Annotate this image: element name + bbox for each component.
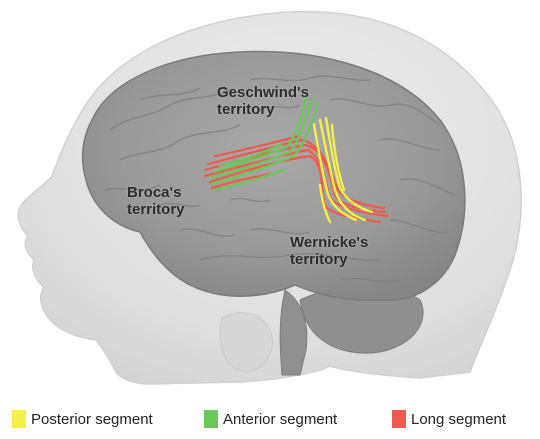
long-swatch-icon [392,410,406,428]
brain-shape [81,50,466,302]
anterior-segment-fibers [208,96,320,192]
legend-item-anterior: Anterior segment [204,408,337,430]
anterior-swatch-icon [204,410,218,428]
brain-gyri-texture [104,75,456,283]
posterior-segment-fibers [312,116,374,224]
broca-label-line2: territory [127,201,185,218]
legend-item-long: Long segment [392,408,506,430]
geschwind-territory-label: Geschwind's territory [217,84,309,118]
legend-item-posterior: Posterior segment [12,408,153,430]
ear-shape [220,312,274,373]
brainstem-shape [279,289,308,376]
geschwind-label-line2: territory [217,101,275,118]
broca-label-line1: Broca's [127,184,182,201]
legend-label: Anterior segment [223,410,338,428]
wernicke-label-line1: Wernicke's [290,234,369,251]
posterior-swatch-icon [12,410,26,428]
wernicke-territory-label: Wernicke's territory [290,234,368,268]
broca-territory-label: Broca's territory [127,184,185,218]
legend: Posterior segment Anterior segment Long … [0,404,540,434]
geschwind-label-line1: Geschwind's [217,84,309,101]
wernicke-label-line2: territory [290,251,348,268]
legend-label: Posterior segment [31,410,153,428]
legend-label: Long segment [411,410,507,428]
